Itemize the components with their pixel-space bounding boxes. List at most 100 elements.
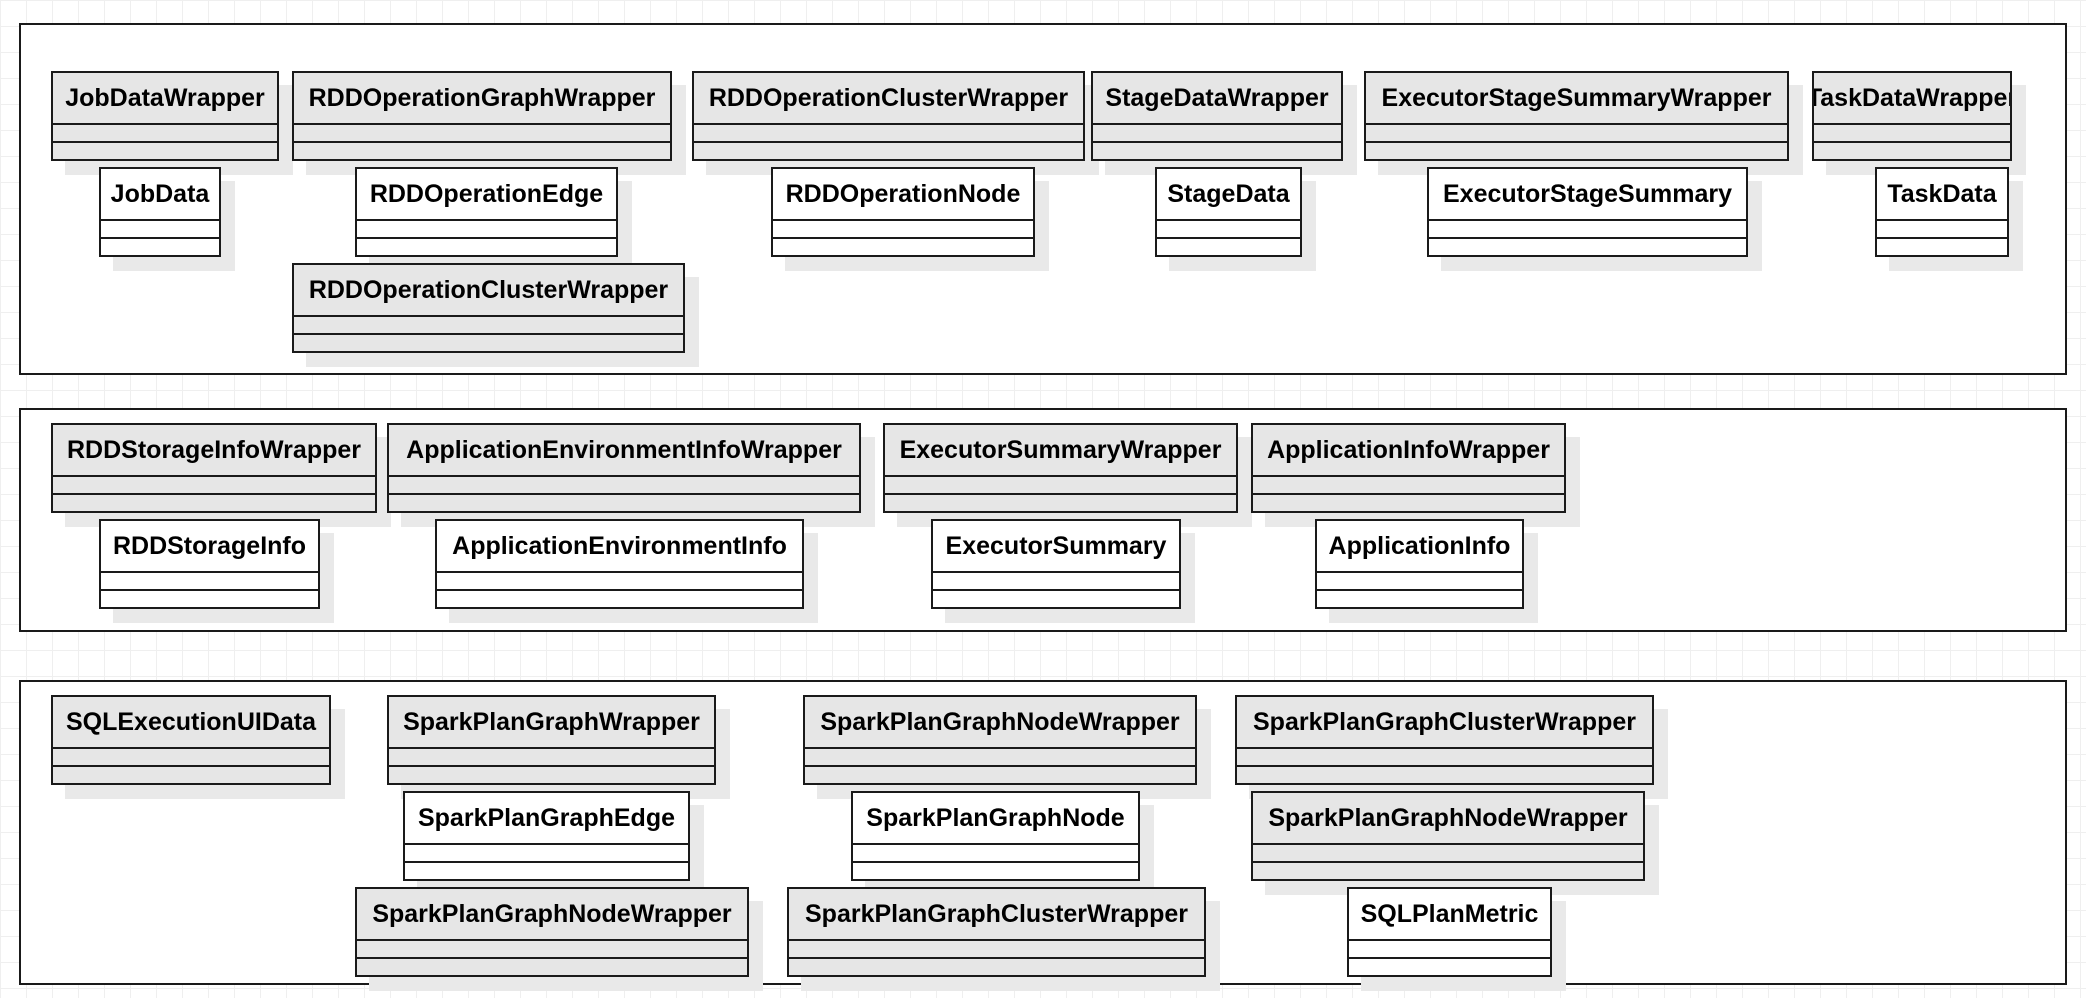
methods-section bbox=[294, 141, 670, 159]
attributes-section bbox=[933, 571, 1179, 589]
methods-section bbox=[1237, 765, 1652, 783]
class-box[interactable]: ExecutorStageSummaryWrapper bbox=[1364, 71, 1789, 161]
class-box[interactable]: SQLPlanMetric bbox=[1347, 887, 1552, 977]
attributes-section bbox=[53, 475, 375, 493]
class-box[interactable]: StageData bbox=[1155, 167, 1302, 257]
class-box[interactable]: RDDOperationEdge bbox=[355, 167, 618, 257]
methods-section bbox=[933, 589, 1179, 607]
methods-section bbox=[853, 861, 1138, 879]
attributes-section bbox=[1157, 219, 1300, 237]
attributes-section bbox=[389, 747, 714, 765]
class-box[interactable]: SparkPlanGraphNodeWrapper bbox=[355, 887, 749, 977]
attributes-section bbox=[1253, 843, 1643, 861]
class-box[interactable]: SparkPlanGraphNodeWrapper bbox=[1251, 791, 1645, 881]
class-box[interactable]: ApplicationInfo bbox=[1315, 519, 1524, 609]
class-name: TaskDataWrapper bbox=[1814, 83, 2010, 112]
class-box[interactable]: ExecutorSummaryWrapper bbox=[883, 423, 1238, 513]
methods-section bbox=[294, 333, 683, 351]
class-name: ExecutorStageSummaryWrapper bbox=[1381, 83, 1772, 112]
attributes-section bbox=[101, 219, 219, 237]
attributes-section bbox=[294, 315, 683, 333]
methods-section bbox=[101, 237, 219, 255]
class-name: RDDOperationClusterWrapper bbox=[708, 83, 1069, 112]
attributes-section bbox=[885, 475, 1236, 493]
methods-section bbox=[405, 861, 688, 879]
class-name: SparkPlanGraphEdge bbox=[417, 803, 676, 832]
class-box[interactable]: SparkPlanGraphNode bbox=[851, 791, 1140, 881]
class-box[interactable]: TaskData bbox=[1875, 167, 2009, 257]
class-box[interactable]: SparkPlanGraphWrapper bbox=[387, 695, 716, 785]
attributes-section bbox=[53, 747, 329, 765]
class-box[interactable]: JobData bbox=[99, 167, 221, 257]
methods-section bbox=[773, 237, 1033, 255]
class-box[interactable]: RDDOperationClusterWrapper bbox=[292, 263, 685, 353]
class-box[interactable]: ExecutorSummary bbox=[931, 519, 1181, 609]
attributes-section bbox=[1814, 123, 2010, 141]
class-box[interactable]: RDDOperationGraphWrapper bbox=[292, 71, 672, 161]
class-box[interactable]: RDDOperationClusterWrapper bbox=[692, 71, 1085, 161]
class-name: SparkPlanGraphNodeWrapper bbox=[820, 707, 1180, 736]
methods-section bbox=[1253, 493, 1564, 511]
class-box[interactable]: ApplicationInfoWrapper bbox=[1251, 423, 1566, 513]
class-box[interactable]: JobDataWrapper bbox=[51, 71, 279, 161]
methods-section bbox=[357, 957, 747, 975]
class-name: SparkPlanGraphNodeWrapper bbox=[372, 899, 732, 928]
attributes-section bbox=[1877, 219, 2007, 237]
class-name: SparkPlanGraphClusterWrapper bbox=[805, 899, 1188, 928]
class-name: SparkPlanGraphWrapper bbox=[403, 707, 700, 736]
class-name: SparkPlanGraphNodeWrapper bbox=[1268, 803, 1628, 832]
methods-section bbox=[1366, 141, 1787, 159]
class-box[interactable]: RDDStorageInfo bbox=[99, 519, 320, 609]
class-name: SparkPlanGraphNode bbox=[866, 803, 1125, 832]
class-box[interactable]: SparkPlanGraphClusterWrapper bbox=[1235, 695, 1654, 785]
attributes-section bbox=[853, 843, 1138, 861]
attributes-section bbox=[357, 939, 747, 957]
class-name: RDDOperationGraphWrapper bbox=[308, 83, 656, 112]
class-name: ApplicationInfo bbox=[1328, 531, 1511, 560]
class-box[interactable]: SparkPlanGraphNodeWrapper bbox=[803, 695, 1197, 785]
methods-section bbox=[53, 765, 329, 783]
class-name: JobDataWrapper bbox=[65, 83, 265, 112]
class-name: RDDStorageInfo bbox=[112, 531, 307, 560]
attributes-section bbox=[1366, 123, 1787, 141]
attributes-section bbox=[357, 219, 616, 237]
methods-section bbox=[101, 589, 318, 607]
methods-section bbox=[1093, 141, 1341, 159]
attributes-section bbox=[1093, 123, 1341, 141]
methods-section bbox=[1814, 141, 2010, 159]
class-name: RDDOperationClusterWrapper bbox=[308, 275, 669, 304]
class-box[interactable]: RDDStorageInfoWrapper bbox=[51, 423, 377, 513]
attributes-section bbox=[389, 475, 859, 493]
class-name: StageData bbox=[1167, 179, 1290, 208]
attributes-section bbox=[1253, 475, 1564, 493]
class-box[interactable]: SQLExecutionUIData bbox=[51, 695, 331, 785]
attributes-section bbox=[405, 843, 688, 861]
class-box[interactable]: ApplicationEnvironmentInfo bbox=[435, 519, 804, 609]
attributes-section bbox=[1429, 219, 1746, 237]
class-name: StageDataWrapper bbox=[1105, 83, 1329, 112]
methods-section bbox=[53, 493, 375, 511]
class-name: ExecutorSummaryWrapper bbox=[899, 435, 1222, 464]
methods-section bbox=[1253, 861, 1643, 879]
attributes-section bbox=[53, 123, 277, 141]
methods-section bbox=[1429, 237, 1746, 255]
methods-section bbox=[437, 589, 802, 607]
class-box[interactable]: RDDOperationNode bbox=[771, 167, 1035, 257]
attributes-section bbox=[294, 123, 670, 141]
methods-section bbox=[805, 765, 1195, 783]
class-box[interactable]: TaskDataWrapper bbox=[1812, 71, 2012, 161]
class-name: JobData bbox=[110, 179, 210, 208]
class-box[interactable]: StageDataWrapper bbox=[1091, 71, 1343, 161]
methods-section bbox=[789, 957, 1204, 975]
class-box[interactable]: SparkPlanGraphClusterWrapper bbox=[787, 887, 1206, 977]
class-name: SQLPlanMetric bbox=[1360, 899, 1539, 928]
class-name: ApplicationEnvironmentInfo bbox=[452, 531, 787, 560]
class-box[interactable]: ApplicationEnvironmentInfoWrapper bbox=[387, 423, 861, 513]
class-box[interactable]: SparkPlanGraphEdge bbox=[403, 791, 690, 881]
methods-section bbox=[885, 493, 1236, 511]
attributes-section bbox=[789, 939, 1204, 957]
attributes-section bbox=[773, 219, 1033, 237]
class-box[interactable]: ExecutorStageSummary bbox=[1427, 167, 1748, 257]
class-name: RDDStorageInfoWrapper bbox=[66, 435, 361, 464]
attributes-section bbox=[1349, 939, 1550, 957]
